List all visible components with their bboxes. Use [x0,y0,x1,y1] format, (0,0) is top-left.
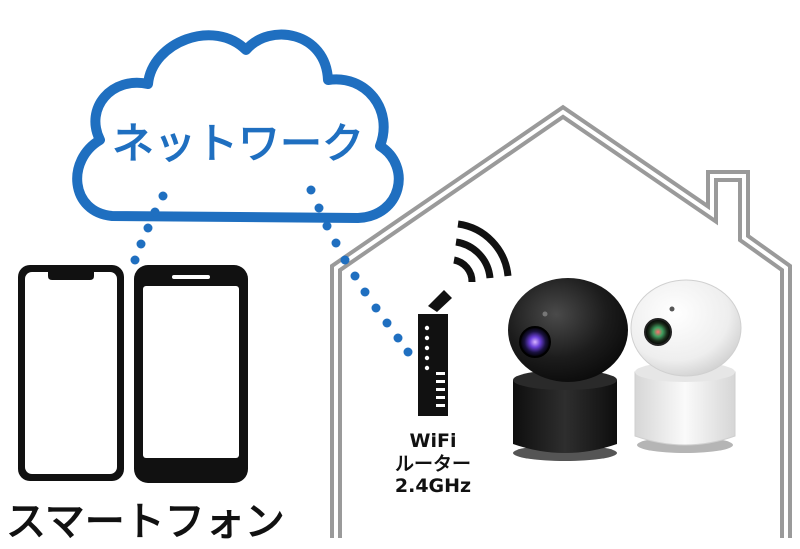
router-icon [418,290,452,416]
smartphone-label: スマートフォン [6,499,285,545]
connection-dots [130,185,413,357]
cloud-icon: ネットワーク [72,29,404,223]
smartphone-icon [18,265,124,481]
house-icon [330,104,792,538]
router-label-wifi: WiFi [410,430,457,452]
smartphone-icon-right [134,265,248,483]
router-label-router: ルーター [395,453,471,475]
cloud-label: ネットワーク [112,119,364,168]
black-camera-icon [508,278,628,461]
wifi-signal-icon [453,220,512,283]
white-camera-icon [630,279,742,453]
router-label-frequency: 2.4GHz [395,475,471,497]
